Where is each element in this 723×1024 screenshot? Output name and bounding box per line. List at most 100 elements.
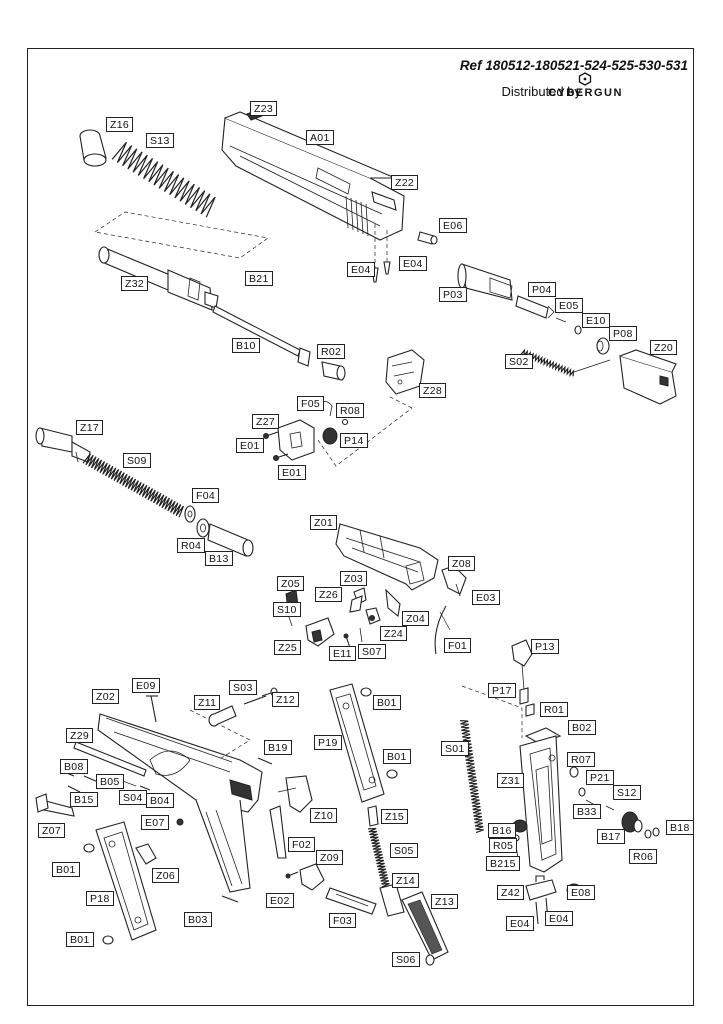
label-z29: Z29 <box>66 728 93 743</box>
label-z12: Z12 <box>272 692 299 707</box>
part-b18 <box>652 827 660 837</box>
label-b13: B13 <box>205 551 233 566</box>
label-z28: Z28 <box>419 383 446 398</box>
part-z06 <box>135 843 157 865</box>
screw-e06 <box>417 231 438 245</box>
label-s05: S05 <box>390 843 418 858</box>
label-z17: Z17 <box>76 420 103 435</box>
label-e11: E11 <box>329 646 356 661</box>
screw-r08 <box>341 418 349 426</box>
hop-wheel-p14 <box>322 427 338 445</box>
pin-b19 <box>257 757 273 765</box>
label-p08: P08 <box>609 326 637 341</box>
inner-barrel-b10 <box>212 305 311 367</box>
screw-s07 <box>359 627 363 643</box>
housing-z14 <box>379 883 405 917</box>
hammer-z10 <box>277 775 313 813</box>
part-z24 <box>365 607 381 625</box>
label-z13: Z13 <box>431 894 458 909</box>
recoil-spring-s09 <box>82 453 185 518</box>
label-e01-a: E01 <box>236 438 264 453</box>
label-z14: Z14 <box>392 873 419 888</box>
label-b10: B10 <box>232 338 260 353</box>
label-r02: R02 <box>317 344 346 359</box>
label-z11: Z11 <box>194 695 221 710</box>
label-p21: P21 <box>586 770 614 785</box>
screw-b01-grip-upper-b <box>386 769 398 779</box>
label-s09: S09 <box>123 453 151 468</box>
rail-z29 <box>73 741 147 777</box>
screw-e01-a <box>263 431 279 439</box>
spring-guide-f04 <box>184 505 196 523</box>
label-z27: Z27 <box>252 414 279 429</box>
label-z03: Z03 <box>340 571 367 586</box>
label-z22: Z22 <box>391 175 418 190</box>
plug-b13 <box>207 523 254 557</box>
label-f05: F05 <box>297 396 324 411</box>
barrel-bushing-z16 <box>79 129 107 167</box>
label-z32: Z32 <box>121 276 148 291</box>
label-z04: Z04 <box>402 611 429 626</box>
label-p03: P03 <box>439 287 467 302</box>
spring-e05 <box>555 317 567 323</box>
label-b04: B04 <box>146 793 174 808</box>
label-s06: S06 <box>392 952 420 967</box>
pin-b05 <box>83 775 99 783</box>
valve-b17 <box>621 811 643 833</box>
valve-p04 <box>515 295 555 319</box>
label-z15: Z15 <box>381 809 408 824</box>
ring-r07 <box>569 766 579 778</box>
pin-s03 <box>243 695 267 705</box>
guide-rod-z17 <box>35 427 91 463</box>
label-s01: S01 <box>441 741 469 756</box>
label-b01-c: B01 <box>52 862 80 877</box>
label-z25: Z25 <box>274 640 301 655</box>
part-z11 <box>208 705 237 727</box>
label-r07: R07 <box>567 752 596 767</box>
screw-e01-b <box>273 453 289 461</box>
label-e07: E07 <box>141 815 169 830</box>
label-e04-d: E04 <box>545 911 573 926</box>
screw-e02 <box>285 871 299 879</box>
label-r01: R01 <box>540 702 569 717</box>
o-ring-e10 <box>574 325 582 335</box>
label-e09: E09 <box>132 678 160 693</box>
pin-b15 <box>67 785 81 793</box>
hop-chamber-z27 <box>277 419 315 461</box>
cylinder-p08 <box>596 337 610 355</box>
ring-r04 <box>196 518 210 538</box>
label-z31: Z31 <box>497 773 524 788</box>
base-z42 <box>525 875 557 901</box>
label-b15: B15 <box>70 792 98 807</box>
label-b01-d: B01 <box>66 932 94 947</box>
label-r06: R06 <box>629 849 658 864</box>
magazine-z31 <box>519 735 563 873</box>
label-b16: B16 <box>488 823 516 838</box>
label-e04-a: E04 <box>347 262 375 277</box>
spring-f02 <box>269 805 287 859</box>
label-z06: Z06 <box>152 868 179 883</box>
spring-s12 <box>605 805 615 811</box>
label-e03: E03 <box>472 590 500 605</box>
screw-b01-grip-lower-b <box>102 935 114 945</box>
label-b01-b: B01 <box>383 749 411 764</box>
label-p19: P19 <box>314 735 342 750</box>
label-z02: Z02 <box>92 689 119 704</box>
pin-b03 <box>221 895 239 903</box>
label-p04: P04 <box>528 282 556 297</box>
label-s03: S03 <box>229 680 257 695</box>
label-f03: F03 <box>329 913 356 928</box>
label-f04: F04 <box>192 488 219 503</box>
label-s10: S10 <box>273 602 301 617</box>
label-z05: Z05 <box>277 576 304 591</box>
label-z01: Z01 <box>310 515 337 530</box>
label-e05: E05 <box>555 298 583 313</box>
label-s13: S13 <box>146 133 174 148</box>
label-b19: B19 <box>264 740 292 755</box>
slide-stop-z07 <box>35 793 75 817</box>
screw-e09 <box>146 695 158 723</box>
distributed-by-text: Distributed by <box>501 84 581 99</box>
frame-z02 <box>97 713 263 893</box>
spring-s05 <box>368 827 390 888</box>
label-b33: B33 <box>573 804 601 819</box>
